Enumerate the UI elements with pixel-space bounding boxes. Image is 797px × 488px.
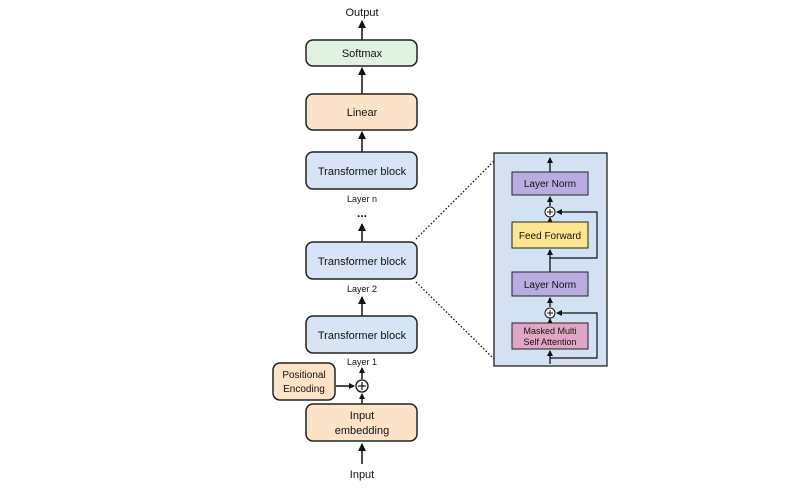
transformer-block-mid-label: Transformer block [318, 256, 407, 268]
sum-operator-icon [355, 379, 369, 393]
layer-2-label: Layer 2 [347, 284, 377, 294]
residual-add-top-icon [544, 206, 556, 218]
layer-n-label: Layer n [347, 194, 377, 204]
softmax-label: Softmax [342, 48, 383, 60]
ellipsis: ... [357, 206, 367, 220]
layer-norm-top-label: Layer Norm [524, 179, 576, 190]
residual-skip-top [550, 209, 598, 259]
layer-norm-bottom-box [511, 271, 589, 297]
output-label: Output [345, 7, 378, 19]
masked-self-attention-label-line2: Self Attention [523, 337, 576, 347]
linear-box [305, 93, 418, 131]
feed-forward-label: Feed Forward [519, 231, 581, 242]
linear-label: Linear [347, 107, 378, 119]
input-embedding-label-line2: embedding [335, 425, 389, 437]
positional-encoding-label-line2: Encoding [283, 384, 325, 395]
layer-norm-top-box [511, 171, 589, 196]
transformer-block-bottom-label: Transformer block [318, 330, 407, 342]
input-label: Input [350, 469, 374, 481]
zoom-connector-top [415, 160, 495, 240]
residual-add-bottom-icon [544, 307, 556, 319]
transformer-block-bottom [305, 315, 418, 354]
transformer-block-mid [305, 241, 418, 280]
feed-forward-box [511, 221, 589, 249]
softmax-box [305, 39, 418, 67]
input-embedding-label-line1: Input [350, 410, 374, 422]
transformer-block-top [305, 151, 418, 190]
transformer-block-top-label: Transformer block [318, 166, 407, 178]
layer-1-label: Layer 1 [347, 357, 377, 367]
positional-encoding-box [272, 362, 336, 401]
positional-encoding-label-line1: Positional [282, 370, 325, 381]
input-embedding-box [305, 403, 418, 442]
masked-self-attention-label-line1: Masked Multi [523, 326, 576, 336]
masked-self-attention-box [511, 322, 589, 350]
layer-norm-bottom-label: Layer Norm [524, 280, 576, 291]
residual-skip-bottom [550, 310, 598, 359]
zoom-connector-bottom [415, 281, 495, 360]
